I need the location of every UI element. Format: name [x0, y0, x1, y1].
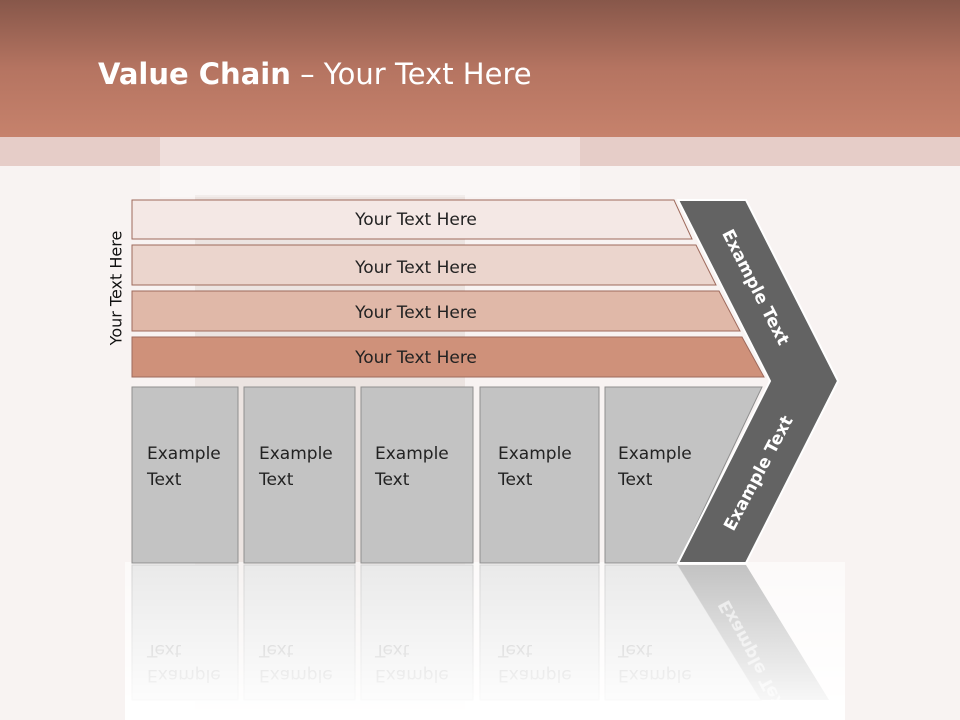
header-band [0, 137, 960, 166]
column-5-line2: Text [617, 470, 653, 490]
margin-chevron: Example Text Example Text [676, 199, 840, 564]
column-1-line1: Example [147, 444, 221, 464]
row-3 [131, 290, 741, 332]
reflection: Example Text Example Text Example Text E… [125, 562, 845, 720]
row-1-label: Your Text Here [354, 210, 477, 230]
column-3-line2: Text [374, 470, 410, 490]
column-4 [479, 386, 600, 564]
column-2-line1: Example [259, 444, 333, 464]
column-4-line1: Example [498, 444, 572, 464]
figure-shirt [160, 137, 580, 197]
primary-columns: Example Text Example Text Example Text E… [131, 386, 763, 564]
row-4-label: Your Text Here [354, 348, 477, 368]
column-2 [243, 386, 356, 564]
column-3 [360, 386, 474, 564]
reflection-fade [125, 562, 845, 720]
column-1 [131, 386, 239, 564]
chevron-shape [676, 199, 840, 564]
page-title: Value Chain – Your Text Here [98, 54, 532, 94]
column-2-line2: Text [258, 470, 294, 490]
row-2 [131, 244, 717, 286]
column-5-line1: Example [618, 444, 692, 464]
row-2-label: Your Text Here [354, 258, 477, 278]
title-bold: Value Chain [98, 57, 291, 91]
column-1-line2: Text [146, 470, 182, 490]
row-3-label: Your Text Here [354, 303, 477, 323]
header-bar [0, 0, 960, 137]
column-4-line2: Text [497, 470, 533, 490]
support-rows: Your Text Here Your Text Here Your Text … [131, 199, 765, 378]
row-1 [131, 199, 693, 240]
column-3-line1: Example [375, 444, 449, 464]
title-rest: – Your Text Here [290, 57, 532, 91]
row-4 [131, 336, 765, 378]
